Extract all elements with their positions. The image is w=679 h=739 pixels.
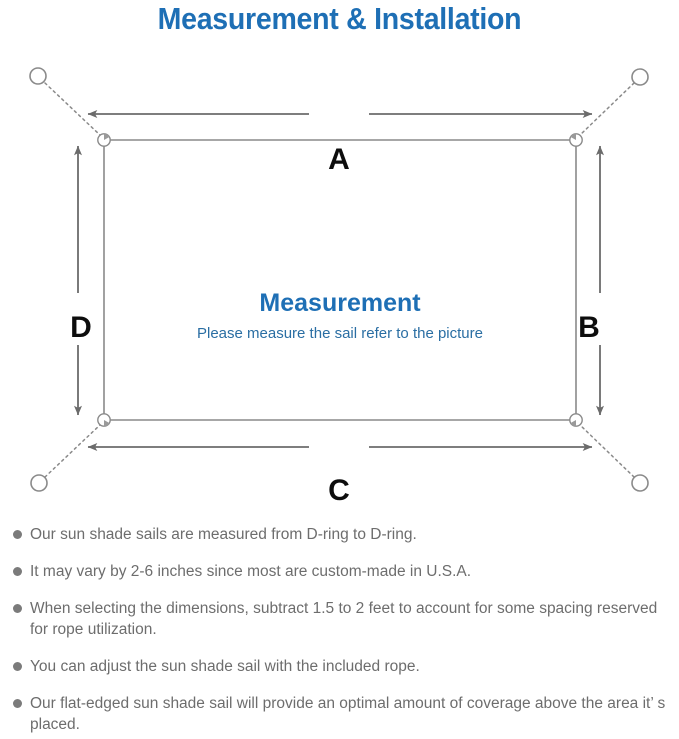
anchor-point-top-right	[631, 68, 649, 86]
page-title: Measurement & Installation	[157, 1, 522, 36]
d-rings	[97, 133, 583, 427]
sail-measurement-diagram: A B C D Measurement Please measure the s…	[0, 48, 679, 518]
dimension-label-d: D	[70, 311, 92, 344]
rope-bottom-left	[44, 423, 102, 478]
bullet-icon	[13, 530, 22, 539]
d-ring-bottom-left	[97, 413, 111, 427]
diagram-svg	[29, 67, 649, 492]
note-text: You can adjust the sun shade sail with t…	[30, 658, 420, 675]
rope-lines	[44, 82, 635, 478]
list-item: When selecting the dimensions, subtract …	[0, 598, 679, 640]
note-text: Our sun shade sails are measured from D-…	[30, 526, 417, 543]
bullet-icon	[13, 699, 22, 708]
bullet-icon	[13, 662, 22, 671]
bullet-icon	[13, 567, 22, 576]
note-text: It may vary by 2-6 inches since most are…	[30, 563, 472, 580]
list-item: You can adjust the sun shade sail with t…	[0, 656, 679, 677]
center-caption: Measurement Please measure the sail refe…	[104, 288, 576, 344]
dimension-label-a: A	[328, 143, 350, 176]
list-item: It may vary by 2-6 inches since most are…	[0, 561, 679, 582]
anchor-point-bottom-left	[30, 474, 48, 492]
notes-list: Our sun shade sails are measured from D-…	[0, 524, 679, 735]
note-text: When selecting the dimensions, subtract …	[30, 600, 658, 638]
d-ring-top-right	[569, 133, 583, 147]
dimension-label-c: C	[328, 474, 350, 507]
rope-top-right	[578, 82, 635, 137]
d-ring-top-left	[97, 133, 111, 147]
anchor-points	[29, 67, 649, 492]
sail-rectangle	[103, 139, 577, 421]
dimension-label-b: B	[578, 311, 600, 344]
anchor-point-top-left	[29, 67, 47, 85]
anchor-point-bottom-right	[631, 474, 649, 492]
rope-bottom-right	[578, 423, 635, 478]
center-caption-heading: Measurement	[259, 289, 421, 317]
center-caption-subtext: Please measure the sail refer to the pic…	[197, 325, 483, 342]
dimension-arrows	[74, 110, 604, 451]
d-ring-bottom-right	[569, 413, 583, 427]
list-item: Our sun shade sails are measured from D-…	[0, 524, 679, 545]
rope-top-left	[44, 82, 102, 137]
bullet-icon	[13, 604, 22, 613]
note-text: Our flat-edged sun shade sail will provi…	[30, 695, 666, 733]
list-item: Our flat-edged sun shade sail will provi…	[0, 693, 679, 735]
